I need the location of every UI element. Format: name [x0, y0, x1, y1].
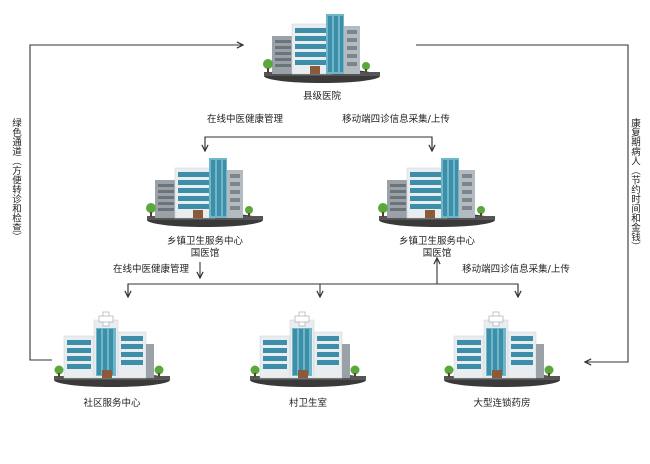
- township-left-label: 乡镇卫生服务中心: [166, 236, 243, 247]
- village-clinic-label: 村卫生室: [288, 398, 327, 409]
- community-center-label: 社区服务中心: [83, 398, 141, 409]
- recovered-patients-label: 康复期病人（节约时间和金钱）: [629, 118, 640, 251]
- pharmacy-chain-building: [443, 311, 561, 388]
- pharmacy-chain-label: 大型连锁药房: [473, 398, 531, 409]
- green-channel-arrow: [29, 45, 243, 361]
- community-center-building: [53, 311, 171, 388]
- mobile-upload-mid-label: 移动端四诊信息采集/上传: [462, 264, 570, 275]
- county-hospital-label: 县级医院: [302, 91, 341, 102]
- township-right-label: 乡镇卫生服务中心: [398, 236, 475, 247]
- township-left-sublabel: 国医馆: [190, 248, 220, 259]
- township-right-sublabel: 国医馆: [422, 248, 452, 259]
- online-tcm-top-label: 在线中医健康管理: [206, 114, 283, 125]
- mobile-upload-top-label: 移动端四诊信息采集/上传: [342, 114, 450, 125]
- grassroots-distribution-line: [127, 283, 519, 296]
- county-hospital-building: [262, 13, 381, 84]
- village-clinic-building: [249, 311, 367, 388]
- recovered-patients-arrow: [416, 44, 629, 362]
- township-center-right-building: [377, 157, 496, 228]
- green-channel-label: 绿色通道（方便转诊和检查）: [10, 118, 21, 242]
- online-tcm-mid-label: 在线中医健康管理: [112, 264, 189, 275]
- township-center-left-building: [145, 157, 264, 228]
- online-tcm-top-connector: [204, 136, 433, 151]
